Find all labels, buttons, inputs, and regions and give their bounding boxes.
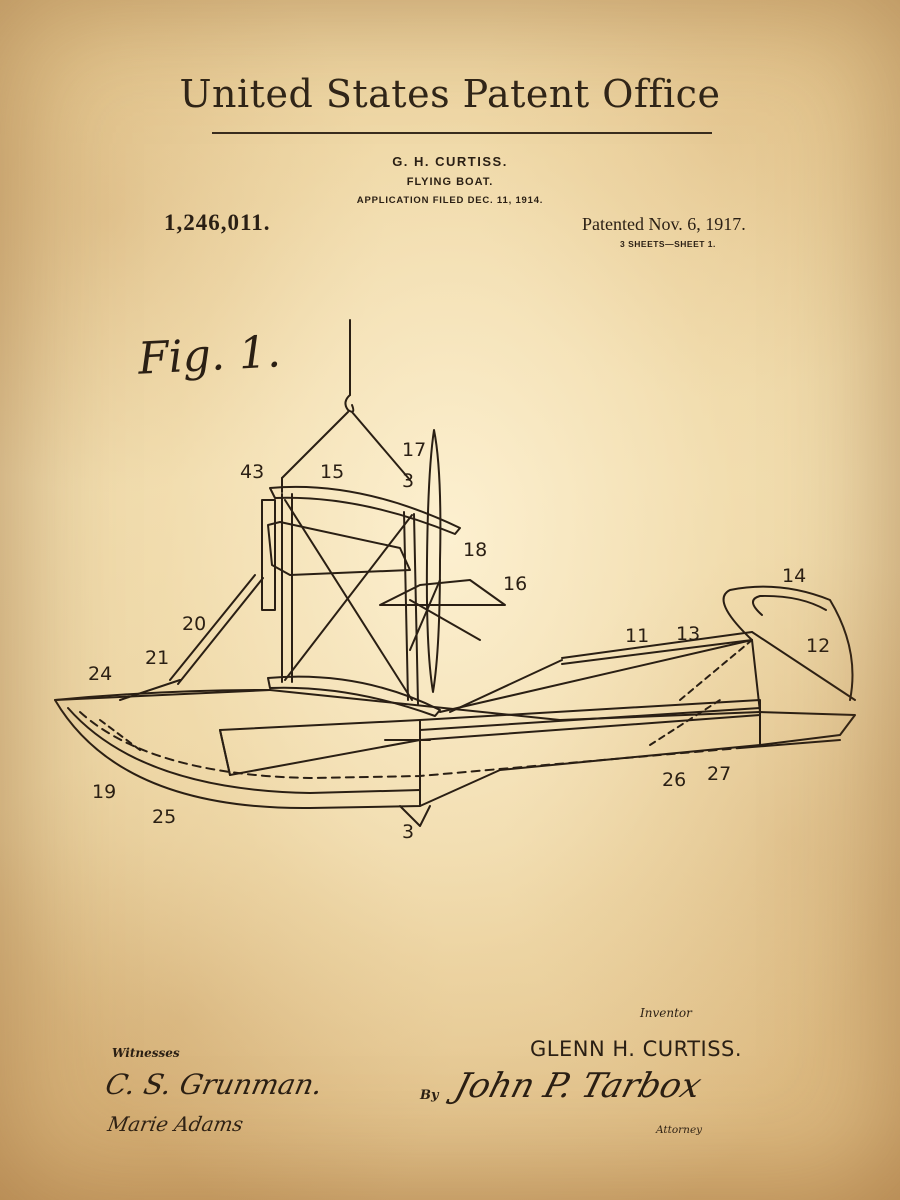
propeller	[425, 429, 442, 693]
witnesses-label: Witnesses	[112, 1046, 180, 1060]
invention-title: FLYING BOAT.	[406, 176, 494, 188]
inventor-label: Inventor	[640, 1006, 692, 1020]
callout-11: 11	[625, 625, 649, 647]
by-label: By	[420, 1088, 439, 1103]
callout-27: 27	[707, 763, 731, 785]
callout-12: 12	[806, 635, 830, 657]
callout-26: 26	[662, 769, 686, 791]
callout-15: 15	[320, 461, 344, 483]
callout-18: 18	[463, 539, 487, 561]
callout-20: 20	[182, 613, 206, 635]
witness-signature-2: Marie Adams	[105, 1112, 246, 1136]
hull-dashed-line	[79, 711, 741, 779]
office-heading: United States Patent Office	[179, 72, 721, 116]
inventor-name: GLENN H. CURTISS.	[530, 1037, 743, 1061]
patented-date: Patented Nov. 6, 1917.	[582, 214, 746, 234]
callout-24: 24	[88, 663, 112, 685]
callout-25: 25	[152, 806, 176, 828]
tail-boom	[219, 699, 761, 776]
callout-numbers: 43 15 17 3 18 16 20 21 24 19 25 3 11 13 …	[88, 439, 830, 843]
callout-17: 17	[402, 439, 426, 461]
attorney-label: Attorney	[656, 1124, 703, 1136]
callout-21: 21	[145, 647, 169, 669]
inventor-short: G. H. CURTISS.	[392, 154, 508, 169]
hull-keel-line	[67, 707, 421, 794]
patent-number: 1,246,011.	[164, 210, 271, 235]
callout-3-bottom: 3	[402, 821, 414, 843]
engine	[267, 521, 411, 576]
witness-signature-1: C. S. Grunman.	[102, 1068, 326, 1101]
horizontal-stabilizer	[379, 579, 506, 606]
callout-3-top: 3	[402, 470, 414, 492]
lower-wing	[267, 675, 441, 717]
rudder	[722, 585, 854, 701]
upper-wing	[269, 485, 461, 535]
attorney-signature: John P. Tarbox	[450, 1066, 706, 1106]
callout-19: 19	[92, 781, 116, 803]
callout-43: 43	[240, 461, 264, 483]
callout-14: 14	[782, 565, 806, 587]
callout-13: 13	[676, 623, 700, 645]
heading-rule	[212, 132, 712, 134]
application-filed: APPLICATION FILED DEC. 11, 1914.	[356, 195, 544, 206]
sheet-count: 3 SHEETS—SHEET 1.	[620, 239, 716, 249]
callout-16: 16	[503, 573, 527, 595]
